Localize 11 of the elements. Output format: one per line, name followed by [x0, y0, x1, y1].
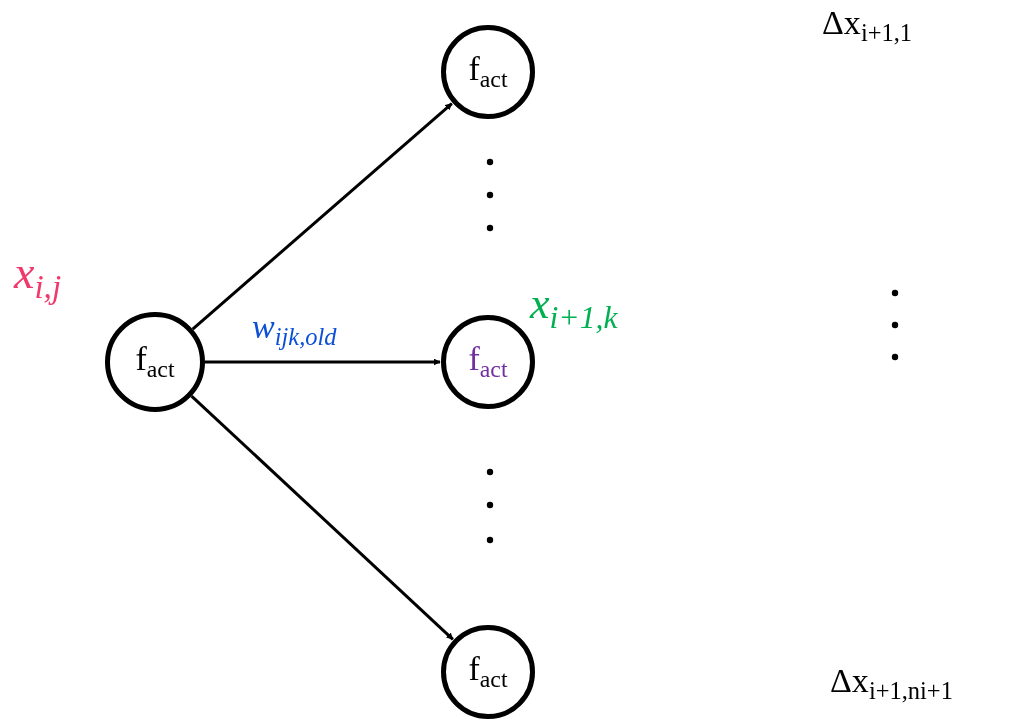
delta-label: Δx$_{i+1,1}$	[822, 6, 913, 46]
activation-label: f$_{act}$	[468, 342, 508, 382]
activation-label: f$_{act}$	[468, 652, 508, 692]
activation-label: f$_{act}$	[468, 52, 508, 92]
activation-label: f$_{act}$	[135, 342, 175, 382]
variable-label: x$_{i+1,k}$	[530, 282, 618, 334]
variable-label: x$_{i,j}$	[14, 250, 62, 304]
arrow	[205, 358, 441, 366]
arrow	[190, 394, 454, 641]
arrow	[191, 102, 453, 331]
edge-label: w$_{ijk,old}$	[252, 310, 337, 350]
